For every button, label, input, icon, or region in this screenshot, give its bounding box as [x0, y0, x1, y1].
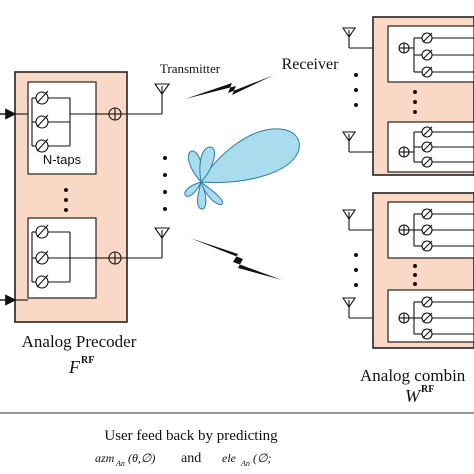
- antenna-icon: [341, 209, 357, 230]
- feedback-formula: azm An (θ,∅) and ele An (∅;: [95, 451, 271, 468]
- azm-arguments: (θ,∅): [128, 451, 155, 465]
- antenna-icon: [341, 297, 357, 318]
- beam-pattern-icon: [184, 128, 300, 210]
- precoder-ntap-box-bottom: [27, 217, 97, 299]
- azm-function-name: azm: [95, 451, 115, 465]
- and-text: and: [181, 451, 201, 466]
- precoder-superscript: RF: [81, 355, 94, 366]
- antenna-icon: [153, 227, 171, 258]
- ele-function-name: ele: [222, 451, 237, 465]
- precoder-symbol: F: [68, 357, 81, 377]
- precoder-ntap-box-top: N-taps: [15, 81, 97, 175]
- analog-precoder-block: N-taps: [0, 71, 162, 377]
- antenna-icon: [153, 83, 171, 114]
- precoder-title: Analog Precoder: [22, 332, 137, 351]
- wireless-link-bolt-top: [185, 75, 274, 99]
- ele-arguments: (∅;: [253, 451, 271, 465]
- combiner-title: Analog combin: [360, 366, 466, 385]
- wireless-link-bolt-bottom: [190, 238, 282, 280]
- ntaps-label: N-taps: [43, 152, 82, 167]
- transmit-antenna-array: [153, 83, 171, 258]
- analog-combiner-block-bottom: [372, 192, 474, 349]
- antenna-icon: [341, 131, 357, 152]
- combiner-superscript: RF: [421, 384, 434, 395]
- receiver-label: Receiver: [282, 56, 340, 73]
- precoder-ellipsis-dots: [64, 188, 68, 212]
- combiner-symbol: W: [405, 386, 422, 406]
- antenna-icon: [341, 27, 357, 48]
- azm-subscript: An: [115, 459, 125, 468]
- transmitter-label: Transmitter: [160, 61, 221, 76]
- feedback-caption: User feed back by predicting: [104, 428, 278, 444]
- ele-subscript: An: [240, 459, 250, 468]
- analog-combiner-block-top: [372, 16, 474, 176]
